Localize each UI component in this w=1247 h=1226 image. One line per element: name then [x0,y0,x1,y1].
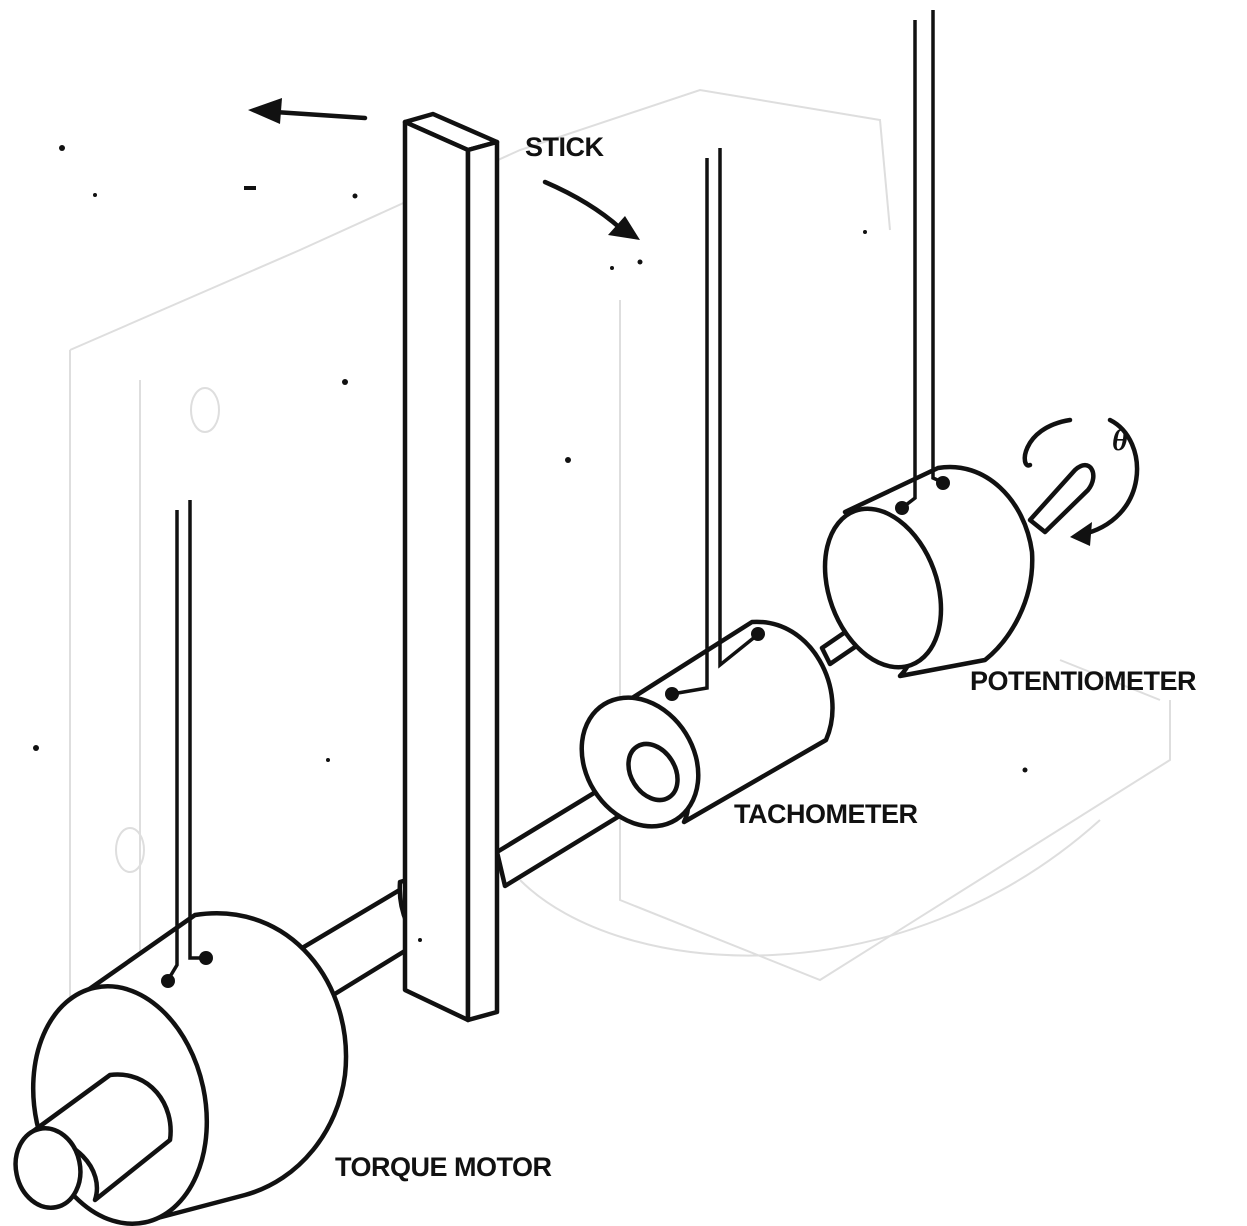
speckles [33,145,1028,942]
stick [402,111,500,1023]
right-arrow [542,179,640,240]
potentiometer-label: POTENTIOMETER [970,666,1196,696]
stick-label: STICK [525,132,605,162]
torque-motor-label: TORQUE MOTOR [335,1152,552,1182]
potentiometer [822,10,1035,679]
torque-motor [13,500,349,1226]
tachometer [579,148,835,829]
rotation-arrow [1022,417,1140,546]
tachometer-label: TACHOMETER [734,799,918,829]
theta-angle-label: θ [1112,424,1128,457]
left-arrow [248,98,368,124]
